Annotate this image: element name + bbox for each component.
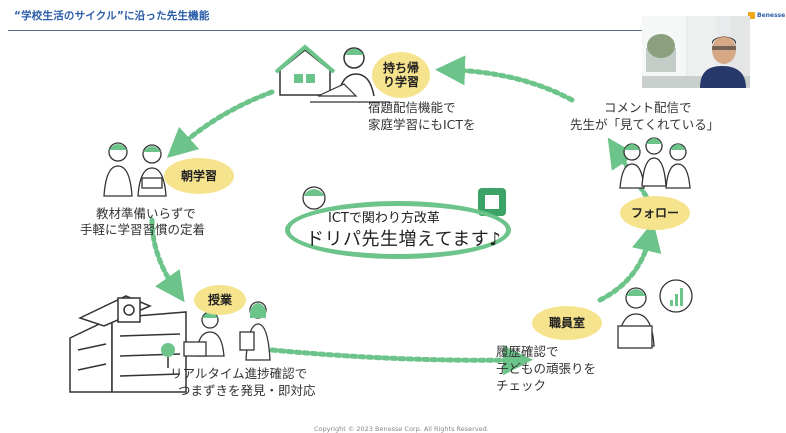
logo-mark-icon bbox=[748, 12, 755, 19]
morning-study-illustration bbox=[103, 142, 167, 197]
center-teacher-icon bbox=[302, 186, 326, 210]
class-illustration bbox=[183, 301, 271, 361]
stage-badge-class: 授業 bbox=[194, 285, 246, 315]
stage-badge-staff-room: 職員室 bbox=[532, 306, 602, 340]
staff-room-desc-2: 子どもの頑張りを bbox=[496, 361, 597, 376]
school-building-illustration bbox=[69, 295, 187, 393]
stage-badge-morning-study: 朝学習 bbox=[164, 158, 234, 194]
arrow-staffroom-to-follow bbox=[597, 221, 662, 303]
home-learning-illustration bbox=[274, 44, 390, 103]
home-learning-desc-2: 家庭学習にもICTを bbox=[368, 117, 476, 132]
students-illustration bbox=[619, 137, 691, 189]
follow-desc-1: コメント配信で bbox=[604, 100, 692, 115]
follow-desc-2: 先生が「見てくれている」 bbox=[570, 117, 720, 132]
arrow-class-to-staffroom bbox=[269, 345, 533, 376]
presenter-video[interactable] bbox=[642, 16, 750, 88]
staff-room-desc-1: 履歴確認で bbox=[496, 344, 559, 359]
title-divider bbox=[8, 30, 642, 31]
home-learning-desc-1: 宿題配信機能で bbox=[368, 100, 456, 115]
staff-room-illustration bbox=[617, 279, 693, 349]
center-message-line-1: ICTで関わり方改革 bbox=[328, 211, 440, 226]
presenter-video-frame bbox=[642, 16, 750, 88]
center-message-line-2: ドリパ先生増えてます♪ bbox=[306, 229, 502, 250]
stage-badge-follow: フォロー bbox=[620, 196, 690, 230]
arrow-morning-to-class bbox=[149, 217, 185, 303]
benesse-logo: Benesse bbox=[748, 12, 785, 19]
morning-study-desc-1: 教材準備いらずで bbox=[96, 206, 196, 221]
slide-title: “学校生活のサイクル”に沿った先生機能 bbox=[14, 10, 210, 22]
class-desc-2: つまずきを発見・即対応 bbox=[178, 383, 316, 398]
copyright-text: Copyright © 2023 Benesse Corp. All Right… bbox=[314, 425, 489, 433]
morning-study-desc-2: 手軽に学習習慣の定着 bbox=[80, 222, 206, 237]
center-message-oval bbox=[285, 201, 511, 259]
arrow-home-to-morning bbox=[166, 89, 275, 159]
logo-text: Benesse bbox=[757, 12, 786, 19]
center-tablet-icon bbox=[478, 188, 506, 216]
stage-badge-home-learning: 持ち帰り学習 bbox=[372, 52, 430, 98]
arrow-comment-to-home bbox=[435, 55, 575, 103]
class-desc-1: リアルタイム進捗確認で bbox=[170, 366, 308, 381]
staff-room-desc-3: チェック bbox=[496, 378, 547, 393]
